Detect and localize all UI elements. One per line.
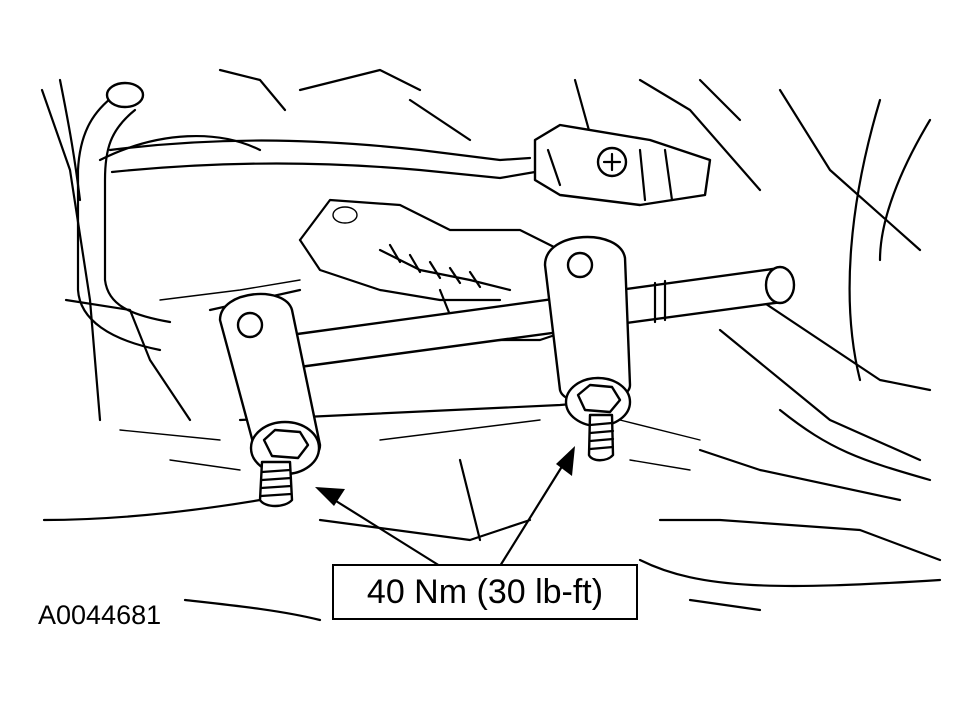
- left-bolt-stud-nut-icon: [249, 420, 321, 508]
- callout-leader-lines: [315, 446, 575, 568]
- right-leader-arrowhead: [556, 446, 575, 476]
- electrical-connector-icon: [533, 123, 712, 207]
- left-leader-arrowhead: [315, 487, 345, 506]
- fuel-rail-icon: [288, 265, 796, 370]
- right-rail-bracket: [543, 235, 632, 404]
- right-bolt-stud-nut-icon: [564, 376, 632, 462]
- figure-id-label: A0044681: [38, 600, 162, 630]
- torque-callout: 40 Nm (30 lb-ft): [332, 564, 638, 620]
- engine-background-lines: [40, 68, 942, 622]
- coolant-hose: [76, 81, 172, 352]
- wiring-harness: [108, 139, 537, 180]
